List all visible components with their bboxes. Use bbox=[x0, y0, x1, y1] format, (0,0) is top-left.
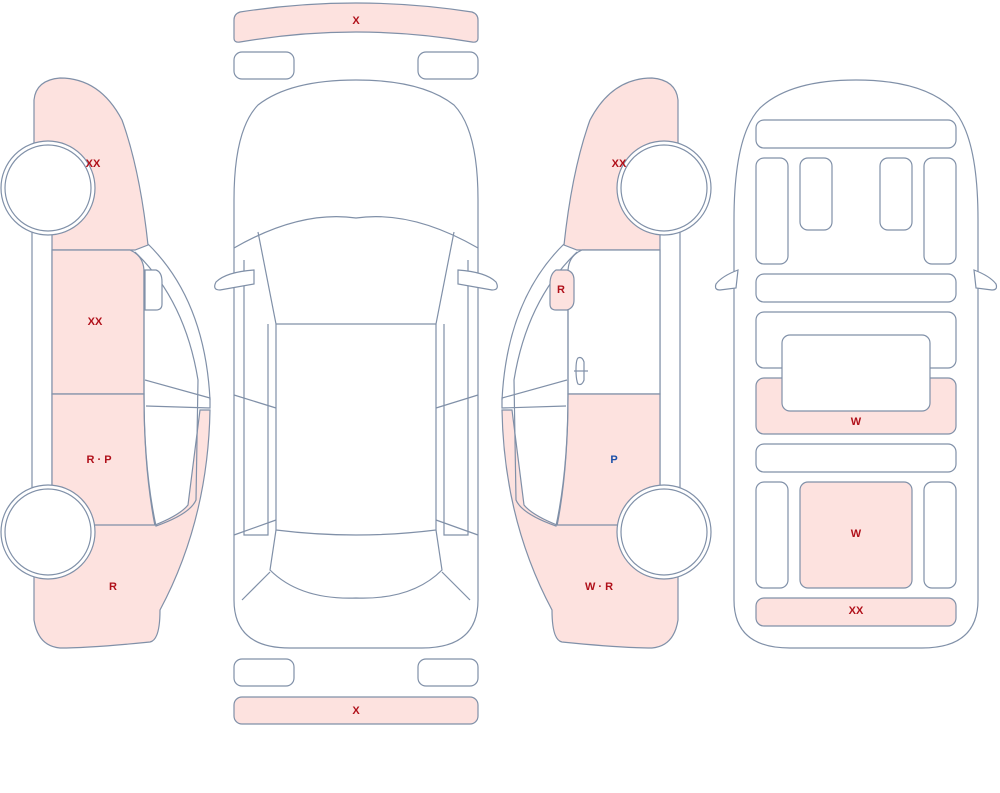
right-rear-door-label: P bbox=[610, 454, 617, 466]
left-front-fender-label: XX bbox=[86, 158, 101, 170]
underbody-front-right-inner[interactable] bbox=[879, 157, 913, 231]
right-rear-quarter[interactable] bbox=[501, 409, 679, 649]
underbody-left-mirror[interactable] bbox=[714, 269, 739, 291]
underbody-front-left-rail[interactable] bbox=[755, 157, 789, 265]
right-mirror[interactable] bbox=[549, 269, 575, 311]
front-bumper-label: X bbox=[352, 15, 360, 27]
underbody-rear-right-rail[interactable] bbox=[923, 481, 957, 589]
underbody-rear-center[interactable] bbox=[799, 481, 913, 589]
right-side-view: XX R P W · R bbox=[501, 77, 712, 649]
left-rocker-panel[interactable] bbox=[31, 231, 53, 491]
left-mirror[interactable] bbox=[144, 269, 163, 311]
rear-bumper-label: X bbox=[352, 705, 360, 717]
top-left-mirror[interactable] bbox=[214, 269, 255, 291]
right-window-outline bbox=[513, 251, 578, 527]
front-left-headlight[interactable] bbox=[233, 51, 295, 80]
left-rear-quarter[interactable] bbox=[33, 409, 211, 649]
right-rocker-panel[interactable] bbox=[659, 231, 681, 491]
top-view: X X bbox=[214, 2, 498, 725]
left-rear-door-label: R · P bbox=[86, 454, 111, 466]
underbody-rear-label: XX bbox=[849, 605, 864, 617]
front-bumper[interactable] bbox=[233, 2, 479, 43]
underbody-front-panel[interactable] bbox=[755, 119, 957, 149]
front-right-headlight[interactable] bbox=[417, 51, 479, 80]
left-front-door-label: XX bbox=[88, 316, 103, 328]
underbody-mid-label: W bbox=[851, 416, 862, 428]
top-right-mirror[interactable] bbox=[457, 269, 498, 291]
rear-right-taillight[interactable] bbox=[417, 658, 479, 687]
rear-left-taillight[interactable] bbox=[233, 658, 295, 687]
rear-bumper[interactable] bbox=[233, 696, 479, 725]
underbody-view: W W XX bbox=[714, 79, 998, 649]
right-rear-quarter-label: W · R bbox=[585, 581, 613, 593]
right-mirror-label: R bbox=[557, 284, 565, 296]
underbody-right-mirror[interactable] bbox=[973, 269, 998, 291]
left-rear-quarter-label: R bbox=[109, 581, 117, 593]
underbody-front-crossmember[interactable] bbox=[755, 273, 957, 303]
underbody-rear-left-rail[interactable] bbox=[755, 481, 789, 589]
underbody-front-left-inner[interactable] bbox=[799, 157, 833, 231]
left-window-outline bbox=[134, 251, 199, 527]
underbody-rear-center-label: W bbox=[851, 528, 862, 540]
underbody-rear[interactable] bbox=[755, 597, 957, 627]
underbody-front-right-rail[interactable] bbox=[923, 157, 957, 265]
right-front-fender-label: XX bbox=[612, 158, 627, 170]
underbody-rear-crossmember[interactable] bbox=[755, 443, 957, 473]
left-side-view: XX XX R · P R bbox=[0, 77, 211, 649]
underbody-center-panel[interactable] bbox=[781, 334, 931, 412]
